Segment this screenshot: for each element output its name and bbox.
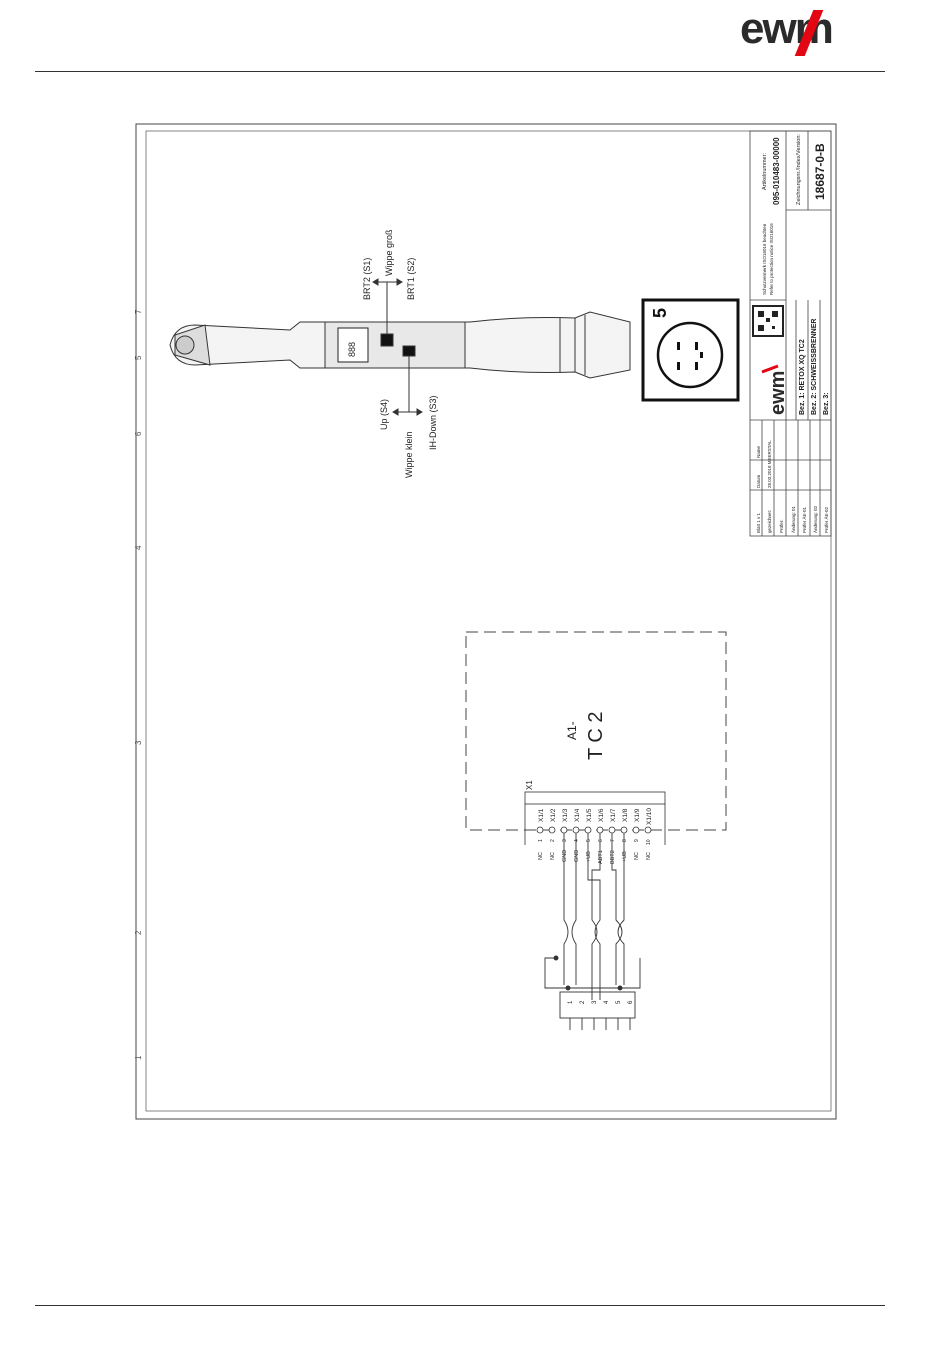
terminal-labels: X1/1 X1/2 X1/3 X1/4 X1/5 X1/6 X1/7 X1/8 … [538,808,653,825]
pin-label: 6 [628,1000,634,1004]
terminal-label: X1/9 [634,808,641,822]
pin-number: 7 [610,839,616,842]
ewm-logo: ewm [740,4,870,56]
label-brt1: BRT1 (S2) [406,258,416,300]
protection-note-2: Refer to protection notice ISO16016 [769,223,774,295]
version-note: Zeichnungsnr./Index/Version: [796,134,802,205]
terminal-label: X1/2 [550,808,557,822]
label-x1: X1 [525,780,534,790]
label-up: Up (S4) [379,399,389,430]
grid-number: 2 [134,930,143,935]
pin-label: 3 [592,1000,598,1004]
button-brt2 [380,333,394,347]
label-tc2: T C 2 [585,711,607,760]
pin-number: 6 [598,839,604,842]
article-number-label: Artikelnummer: [762,153,768,190]
col-header-datum: Datum [756,474,761,488]
title-row: Prüfer ÄE-02 [823,506,829,533]
terminal-label: X1/1 [538,808,545,822]
title-row: Änderung: 02 [812,505,818,533]
pin-number-labels: 1 2 3 4 5 6 7 8 9 10 [538,839,652,845]
pin-number: 4 [574,839,580,842]
signal-label: NC [538,852,544,860]
title-row: Änderung: 01 [790,505,796,533]
grid-number: 5 [134,355,143,360]
signal-label: NC [646,852,652,860]
signal-label: GND [574,850,580,862]
grid-numbers: 1 2 3 4 5 6 7 [134,309,143,1060]
signal-label: BBT2 [610,850,616,864]
bez3: Bez. 3: [823,392,830,415]
label-wippe-gross: Wippe groß [384,229,394,276]
grid-number: 6 [134,431,143,436]
terminal-circles [536,826,652,834]
terminal-strip [524,791,666,845]
signal-label: NC [550,852,556,860]
pin-number: 9 [634,839,640,842]
terminal-label: X1/7 [610,808,617,822]
header-rule [35,71,885,72]
terminal-label: X1/10 [646,808,653,825]
torch-annotations [372,278,423,416]
terminal-label: X1/8 [622,808,629,822]
connector-number: 5 [650,308,670,318]
bez2: Bez. 2: SCHWEISSBRENNER [811,319,818,415]
title-row: Prüfer: [779,519,784,533]
plug-pins [559,991,636,1030]
signal-label: +UB [622,851,628,862]
connector-symbol: 5 [641,298,740,402]
label-ih-down: IH-Down (S3) [428,395,438,450]
title-row: Blatt 1 v 1 [756,512,761,533]
label-brt2: BRT2 (S1) [362,258,372,300]
title-row: Prüfer ÄE-01 [801,506,807,533]
title-logo-text: ewm [767,371,789,415]
protection-note-1: Schutzvermerk ISO16016 beachten [762,223,767,295]
terminal-label: X1/3 [562,808,569,822]
pin-number: 5 [586,839,592,842]
outer-frame [135,123,837,1120]
label-wippe-klein: Wippe klein [404,431,414,478]
grid-number: 7 [134,309,143,314]
terminal-label: X1/4 [574,808,581,822]
signal-label: GND [562,850,568,862]
signal-labels: NC NC GND GND +UB ABT1 BBT2 +UB NC NC [538,850,652,864]
plug-pin-labels: 1 2 3 4 5 6 [568,1000,634,1004]
drawn-date: 28.03.2018 MEERSTAL [767,440,772,488]
svg-text:888: 888 [347,342,357,357]
signal-label: NC [634,852,640,860]
terminal-label: X1/6 [598,808,605,822]
title-block-text: Artikelnummer: 095-010483-00000 Zeichnun… [756,134,830,533]
welding-torch: 888 [169,311,631,379]
footer-rule [35,1305,885,1306]
pin-label: 2 [580,1000,586,1004]
button-ih-down [402,345,416,357]
inner-frame [145,130,832,1112]
wires [544,833,641,1000]
pin-label: 5 [616,1000,622,1004]
title-row: gezeichnet: [767,510,772,533]
col-header-name: Name [756,445,761,458]
terminal-label: X1/5 [586,808,593,822]
signal-label: ABT1 [598,850,604,864]
signal-label: +UB [586,851,592,862]
pin-number: 10 [646,839,652,845]
drawing-number: 18687-0-B [813,143,827,200]
bez1: Bez. 1: RETOX XQ TC2 [799,339,806,415]
grid-number: 3 [134,740,143,745]
pin-number: 1 [538,839,544,842]
grid-number: 1 [134,1055,143,1060]
pin-number: 2 [550,839,556,842]
pin-number: 8 [622,839,628,842]
grid-number: 4 [134,545,143,550]
label-a1: A1- [565,721,579,740]
pin-label: 1 [568,1000,574,1004]
module-a1-box [465,631,727,831]
pin-label: 4 [604,1000,610,1004]
pin-number: 3 [562,839,568,842]
torch-labels: BRT2 (S1) Wippe groß BRT1 (S2) Up (S4) W… [362,229,438,478]
title-block [749,130,832,537]
article-number: 095-010483-00000 [772,137,781,205]
title-block-logo: ewm [752,305,789,415]
